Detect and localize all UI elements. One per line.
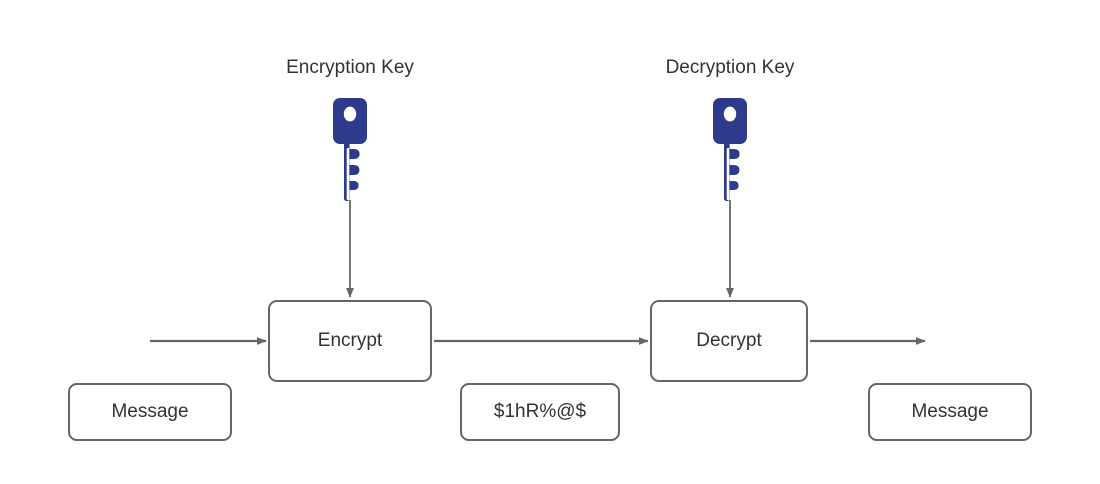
plaintext-input-label: Message bbox=[111, 401, 189, 422]
encrypt-process-box[interactable]: Encrypt bbox=[268, 300, 432, 382]
ciphertext-label: $1hR%@$ bbox=[493, 401, 587, 422]
encrypt-process-label: Encrypt bbox=[317, 330, 383, 351]
plaintext-output-label: Message bbox=[911, 401, 989, 422]
encryption-key-caption: Encryption Key bbox=[286, 57, 414, 78]
decrypt-process-box[interactable]: Decrypt bbox=[650, 300, 808, 382]
encryption-key-icon bbox=[333, 98, 367, 201]
decrypt-process-label: Decrypt bbox=[696, 330, 762, 351]
plaintext-output-box[interactable]: Message bbox=[868, 383, 1032, 441]
ciphertext-box[interactable]: $1hR%@$ bbox=[460, 383, 620, 441]
plaintext-input-box[interactable]: Message bbox=[68, 383, 232, 441]
decryption-key-icon bbox=[713, 98, 747, 201]
decryption-key-caption: Decryption Key bbox=[665, 57, 795, 78]
